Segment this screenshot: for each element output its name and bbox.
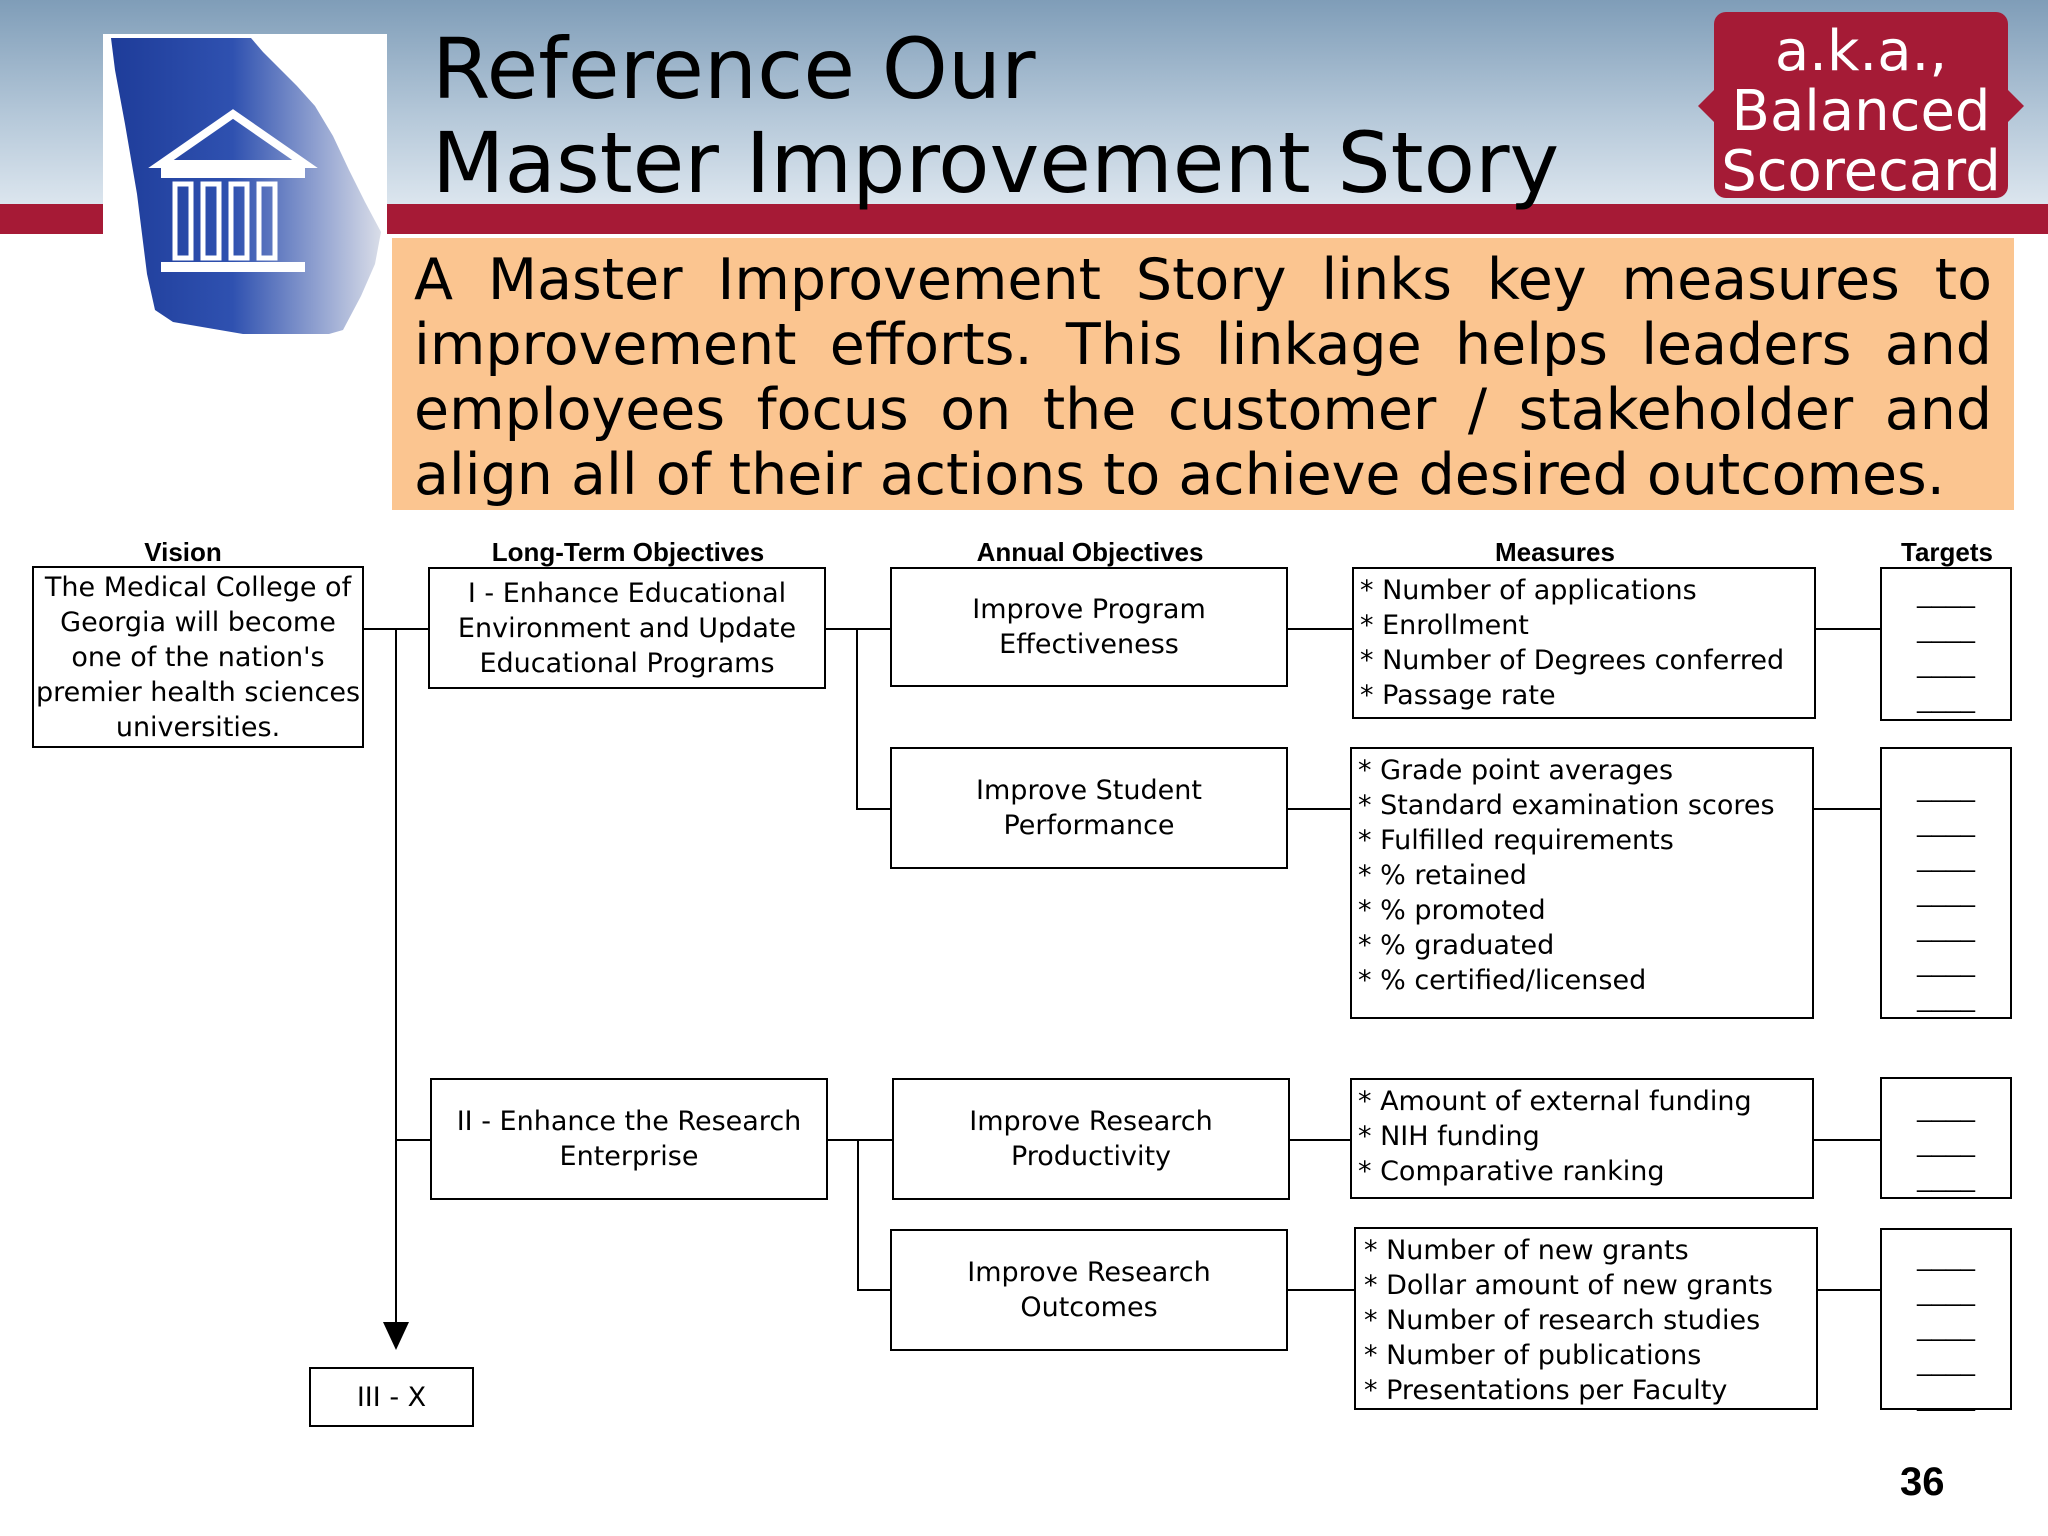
title-line-1: Reference Our [432, 20, 1036, 118]
measures-box-4: * Number of new grants * Dollar amount o… [1354, 1227, 1818, 1410]
connector-line [1288, 628, 1352, 630]
connector-line [395, 1139, 430, 1141]
arrow-down-icon [383, 1322, 409, 1350]
target-blank: ____ [1917, 878, 1975, 908]
connector-line [1288, 1289, 1354, 1291]
badge-right-point [2004, 86, 2024, 126]
long-term-objective-2-text: II - Enhance the Research Enterprise [456, 1106, 802, 1172]
annual-objective-3: Improve Research Productivity [892, 1078, 1290, 1200]
intro-text: A Master Improvement Story links key mea… [392, 238, 2014, 510]
target-blank: ____ [1917, 983, 1975, 1013]
measure-item: * Number of applications [1360, 575, 1697, 606]
annual-objective-2: Improve Student Performance [890, 747, 1288, 869]
annual-objective-3-text: Improve Research Productivity [969, 1106, 1213, 1172]
connector-line [856, 808, 890, 810]
measure-item: * Comparative ranking [1358, 1156, 1665, 1187]
badge-line-2: Balanced [1731, 79, 1991, 144]
measures-box-3: * Amount of external funding * NIH fundi… [1350, 1078, 1814, 1199]
connector-line [1288, 808, 1350, 810]
vision-text: The Medical College of Georgia will beco… [35, 571, 361, 743]
measure-item: * Grade point averages [1358, 755, 1674, 786]
measure-item: * Number of new grants [1364, 1235, 1689, 1266]
target-blank: ____ [1917, 614, 1975, 644]
connector-line [1290, 1139, 1350, 1141]
target-blank: ____ [1917, 684, 1975, 714]
long-term-objective-3-text: III - X [356, 1381, 427, 1413]
targets-box-4: ____ ____ ____ ____ ____ [1880, 1228, 2012, 1412]
connector-line [856, 628, 858, 810]
connector-line [857, 1139, 859, 1290]
annual-objective-4-text: Improve Research Outcomes [967, 1257, 1211, 1323]
target-blank: ____ [1917, 649, 1975, 679]
measure-item: * Passage rate [1360, 680, 1556, 711]
target-blank: ____ [1917, 1312, 1975, 1342]
connector-line [857, 1289, 890, 1291]
measure-item: * NIH funding [1358, 1121, 1540, 1152]
long-term-objective-3: III - X [309, 1367, 474, 1427]
target-blank: ____ [1917, 1128, 1975, 1158]
badge-line-3: Scorecard [1721, 139, 2001, 204]
long-term-objective-2: II - Enhance the Research Enterprise [430, 1078, 828, 1200]
targets-box-1: ____ ____ ____ ____ [1880, 567, 2012, 721]
georgia-state-building-icon [111, 38, 381, 334]
measure-item: * Standard examination scores [1358, 790, 1775, 821]
connector-line [826, 628, 890, 630]
measure-item: * Number of publications [1364, 1340, 1702, 1371]
target-blank: ____ [1917, 808, 1975, 838]
vision-box: The Medical College of Georgia will beco… [32, 566, 364, 748]
aka-badge: a.k.a., Balanced Scorecard [1714, 12, 2008, 202]
badge-line-1: a.k.a., [1774, 19, 1948, 84]
annual-objective-4: Improve Research Outcomes [890, 1229, 1288, 1351]
column-header-vision: Vision [144, 537, 222, 567]
target-blank: ____ [1917, 913, 1975, 943]
annual-objective-1: Improve Program Effectiveness [890, 567, 1288, 687]
measure-item: * % graduated [1358, 930, 1555, 961]
connector-line [1818, 1289, 1880, 1291]
measures-box-1: * Number of applications * Enrollment * … [1352, 567, 1816, 719]
connector-line [1814, 808, 1880, 810]
long-term-objective-1: I - Enhance Educational Environment and … [428, 567, 826, 689]
column-header-long-term: Long-Term Objectives [491, 537, 765, 567]
measure-item: * % certified/licensed [1358, 965, 1647, 996]
targets-box-2: ____ ____ ____ ____ ____ ____ ____ [1880, 747, 2012, 1019]
target-blank: ____ [1917, 773, 1975, 803]
measure-item: * % retained [1358, 860, 1527, 891]
connector-line [1814, 1139, 1880, 1141]
measure-item: * Dollar amount of new grants [1364, 1270, 1773, 1301]
measure-item: * % promoted [1358, 895, 1546, 926]
title-line-2: Master Improvement Story [432, 114, 1560, 212]
connector-line [828, 1139, 892, 1141]
measure-item: * Fulfilled requirements [1358, 825, 1674, 856]
logo [103, 34, 387, 359]
measure-item: * Number of Degrees conferred [1360, 645, 1785, 676]
page-title: Reference Our Master Improvement Story [432, 22, 1559, 210]
column-header-measures: Measures [1495, 537, 1615, 567]
target-blank: ____ [1917, 843, 1975, 873]
measure-item: * Enrollment [1360, 610, 1529, 641]
column-header-annual: Annual Objectives [976, 537, 1204, 567]
long-term-objective-1-text: I - Enhance Educational Environment and … [457, 577, 797, 679]
badge-left-point [1698, 86, 1718, 126]
annual-objective-2-text: Improve Student Performance [976, 775, 1202, 841]
target-blank: ____ [1917, 1347, 1975, 1377]
measure-item: * Amount of external funding [1358, 1086, 1752, 1117]
targets-box-3: ____ ____ ____ [1880, 1077, 2012, 1199]
annual-objective-1-text: Improve Program Effectiveness [972, 594, 1206, 660]
target-blank: ____ [1917, 948, 1975, 978]
target-blank: ____ [1917, 579, 1975, 609]
target-blank: ____ [1917, 1242, 1975, 1272]
target-blank: ____ [1917, 1093, 1975, 1123]
connector-trunk [395, 628, 397, 1326]
target-blank: ____ [1917, 1382, 1975, 1412]
page-number: 36 [1900, 1460, 1945, 1504]
measures-box-2: * Grade point averages * Standard examin… [1350, 747, 1814, 1019]
measure-item: * Number of research studies [1364, 1305, 1761, 1336]
connector-line [1816, 628, 1880, 630]
column-header-targets: Targets [1901, 537, 1993, 567]
measure-item: * Presentations per Faculty [1364, 1375, 1728, 1406]
target-blank: ____ [1917, 1277, 1975, 1307]
target-blank: ____ [1917, 1163, 1975, 1193]
